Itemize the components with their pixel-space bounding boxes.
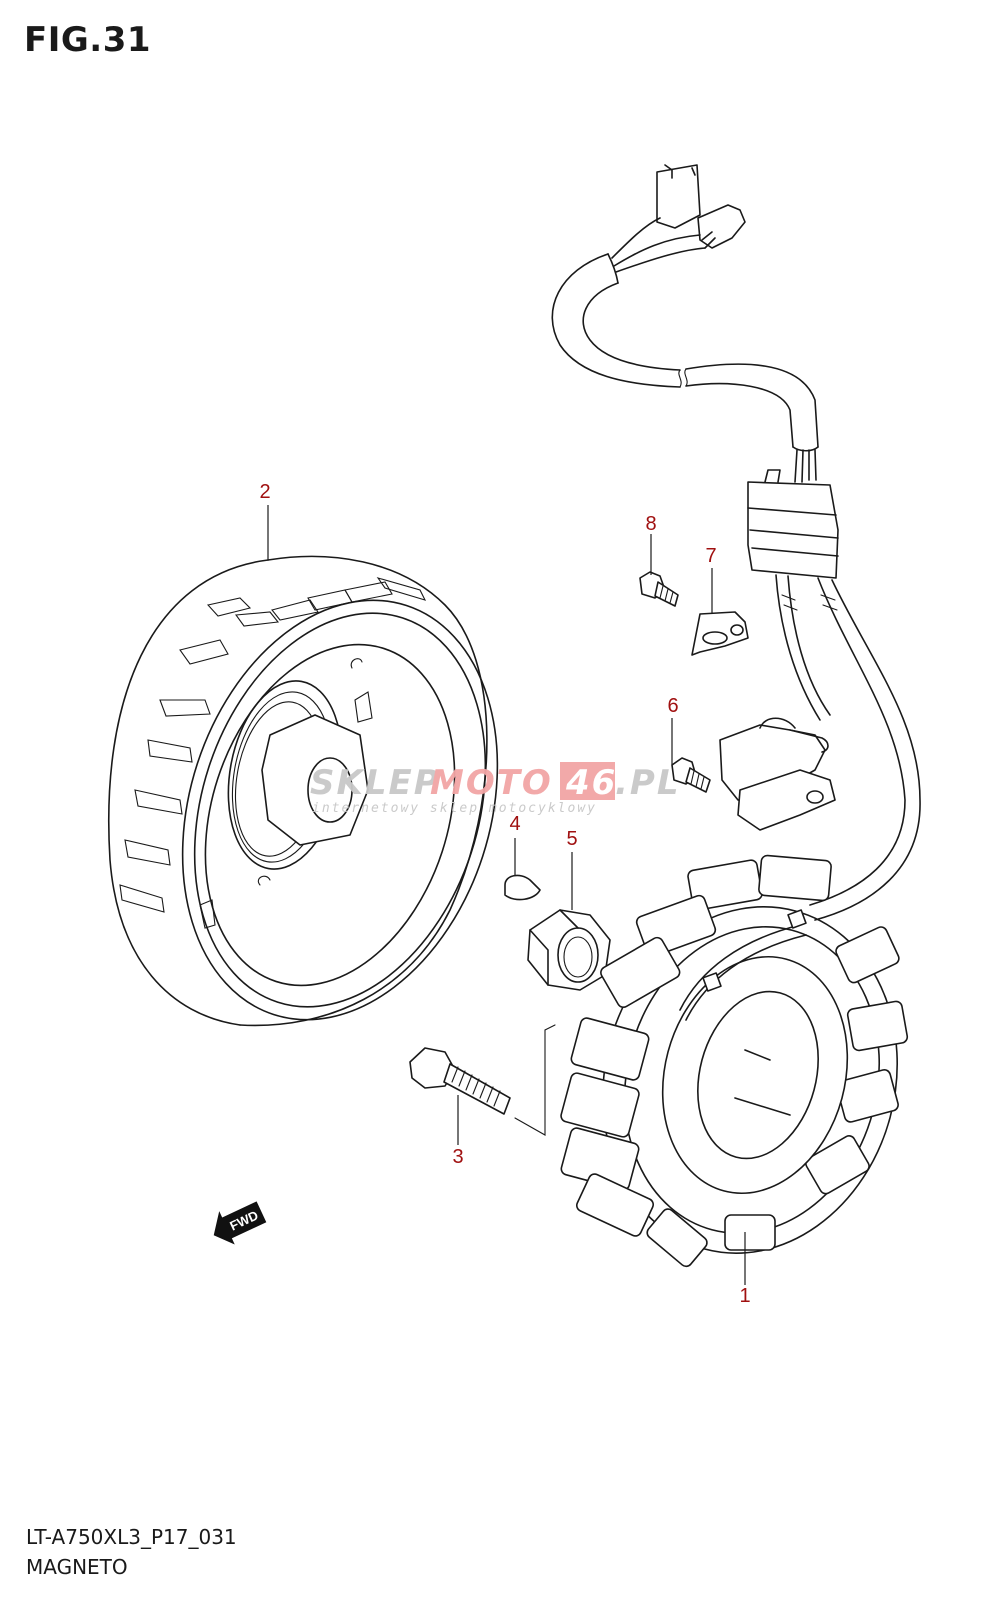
watermark-part-domain: .PL [615,763,681,803]
flywheel-nut [527,909,611,991]
callout-leaders [267,505,746,1285]
screw-8 [639,571,679,607]
pickup-coil [719,717,836,831]
harness-connector-top [656,164,746,249]
callout-5: 5 [566,828,577,850]
watermark-part-moto: MOTO [430,763,553,803]
watermark-tagline: internetowy sklep motocyklowy [312,801,597,816]
callout-3: 3 [452,1146,463,1168]
section-name: MAGNETO [26,1555,128,1579]
callout-7: 7 [705,545,716,567]
figure-title: FIG.31 [24,20,152,60]
watermark: SKLEP MOTO 46 .PL internetowy sklep moto… [310,762,681,816]
callout-labels: 1 2 3 4 5 6 7 8 [259,481,750,1307]
callout-8: 8 [645,513,656,535]
rotor [107,555,499,1027]
watermark-part-sklep: SKLEP [310,763,441,803]
harness-connector-middle [747,469,839,579]
stator [560,854,909,1268]
wire-harness [551,164,921,921]
callout-1: 1 [739,1285,750,1307]
clamp-7 [691,611,749,656]
model-code: LT-A750XL3_P17_031 [26,1525,237,1549]
watermark-part-number: 46 [565,763,617,803]
callout-2: 2 [259,481,270,503]
stator-coils [560,854,909,1268]
forward-arrow-icon: FWD [213,1201,267,1245]
woodruff-key [504,874,541,901]
callout-4: 4 [509,813,520,835]
screw-6 [671,757,711,793]
bolt-3 [409,1024,556,1136]
callout-6: 6 [667,695,678,717]
